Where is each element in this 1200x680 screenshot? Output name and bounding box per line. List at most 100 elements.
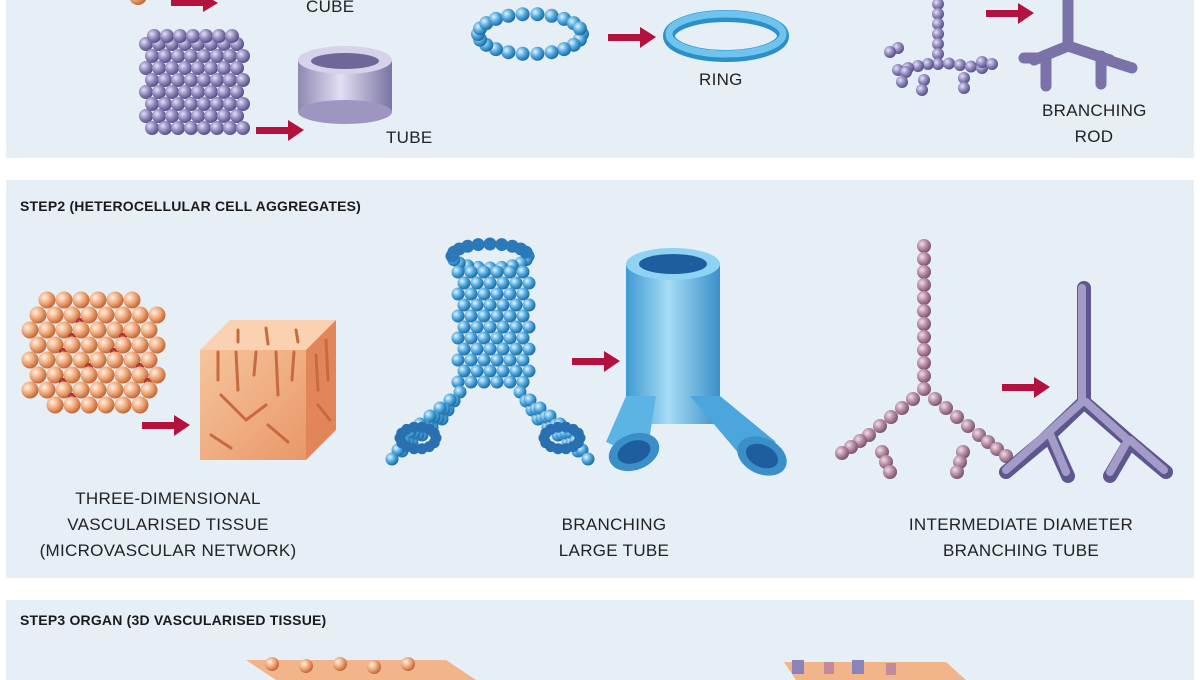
cell-sphere [21, 321, 39, 339]
cell-sphere [158, 49, 172, 63]
cell-sphere [917, 343, 931, 357]
cell-sphere [236, 49, 250, 63]
cell-sphere [114, 366, 132, 384]
cell-sphere [191, 61, 205, 75]
cell-sphere [210, 121, 224, 135]
cell-sphere [503, 287, 517, 301]
cell-sphere [63, 366, 81, 384]
cell-sphere [918, 74, 930, 86]
cell-sphere [55, 351, 73, 369]
sphere-intermediate-branch-aggregate [835, 239, 1013, 479]
cell-sphere [509, 342, 523, 356]
step2-illustrations [21, 237, 1173, 483]
cell-sphere [464, 287, 478, 301]
cell-sphere [80, 306, 98, 324]
cell-sphere [477, 265, 491, 279]
cell-sphere [873, 419, 887, 433]
cell-sphere [131, 396, 149, 414]
step3-title: STEP3 ORGAN (3D VASCULARISED TISSUE) [20, 612, 327, 628]
cell-sphere [932, 18, 944, 30]
cell-sphere [552, 421, 564, 433]
cell-sphere [884, 410, 898, 424]
cell-sphere [46, 306, 64, 324]
cell-sphere [123, 381, 141, 399]
cell-sphere [230, 61, 244, 75]
cell-sphere [471, 238, 485, 252]
cell-sphere [236, 97, 250, 111]
branching-large-tube [606, 248, 787, 476]
cell-sphere [55, 381, 73, 399]
cell-sphere [197, 49, 211, 63]
cell-sphere [114, 396, 132, 414]
cell-sphere [210, 49, 224, 63]
cell-sphere [212, 29, 226, 43]
cell-sphere [457, 298, 471, 312]
cell-sphere [895, 401, 909, 415]
tube-label: TUBE [386, 128, 433, 147]
cell-sphere [457, 342, 471, 356]
cell-sphere [89, 351, 107, 369]
cell-sphere [63, 396, 81, 414]
cell-sphere [230, 85, 244, 99]
cell-sphere [470, 364, 484, 378]
cell-sphere [131, 336, 149, 354]
cell-sphere [457, 276, 471, 290]
cell-sphere [490, 353, 504, 367]
cell-sphere [29, 306, 47, 324]
cell-sphere [509, 276, 523, 290]
step1-panel: CUBE TUBE RING BRANCHING ROD [6, 0, 1194, 158]
cell-sphere [123, 351, 141, 369]
cell-sphere [572, 427, 584, 439]
cell-sphere [106, 291, 124, 309]
cell-sphere [461, 239, 475, 253]
cell-sphere [385, 452, 399, 466]
cell-sphere [515, 7, 530, 22]
cell-sphere [80, 336, 98, 354]
cell-sphere [503, 331, 517, 345]
cell-sphere [89, 321, 107, 339]
cell-sphere [557, 42, 572, 57]
branching-rod-label: BRANCHING ROD [1042, 98, 1146, 150]
cell-sphere [912, 60, 924, 72]
cell-sphere [223, 97, 237, 111]
cell-sphere [184, 49, 198, 63]
cell-sphere [917, 239, 931, 253]
cell-sphere [210, 73, 224, 87]
cell-sphere [46, 366, 64, 384]
sphere-cylinder-aggregate [139, 29, 250, 135]
cell-sphere [63, 336, 81, 354]
cell-sphere [932, 0, 944, 10]
cell-sphere [496, 276, 510, 290]
cell-sphere [470, 276, 484, 290]
cell-sphere [581, 452, 595, 466]
cell-sphere [490, 265, 504, 279]
cell-sphere [148, 366, 166, 384]
cell-sphere [519, 245, 533, 259]
cell-sphere [943, 57, 955, 70]
cell-sphere [958, 72, 970, 84]
cell-sphere [917, 317, 931, 331]
cell-sphere [999, 449, 1013, 463]
heterocellular-cluster [21, 291, 166, 414]
cell-sphere [223, 49, 237, 63]
cell-sphere [72, 321, 90, 339]
cell-sphere [140, 381, 158, 399]
cell-sphere [38, 351, 56, 369]
cell-sphere [114, 336, 132, 354]
cell-sphere [178, 61, 192, 75]
cell-sphere [63, 306, 81, 324]
cell-sphere [932, 8, 944, 20]
intermediate-tube-label-line2: BRANCHING TUBE [943, 541, 1099, 560]
cell-sphere [483, 298, 497, 312]
cell-sphere [495, 238, 509, 252]
large-tube-label-line1: BRANCHING [561, 515, 667, 534]
cell-sphere [139, 109, 153, 123]
cell-sphere [503, 353, 517, 367]
cell-sphere [544, 45, 559, 60]
cell-sphere [503, 265, 517, 279]
arrow-icon [142, 415, 190, 436]
cell-sphere [171, 73, 185, 87]
cell-sphere [148, 306, 166, 324]
cell-sphere [503, 309, 517, 323]
cell-sphere [917, 278, 931, 292]
